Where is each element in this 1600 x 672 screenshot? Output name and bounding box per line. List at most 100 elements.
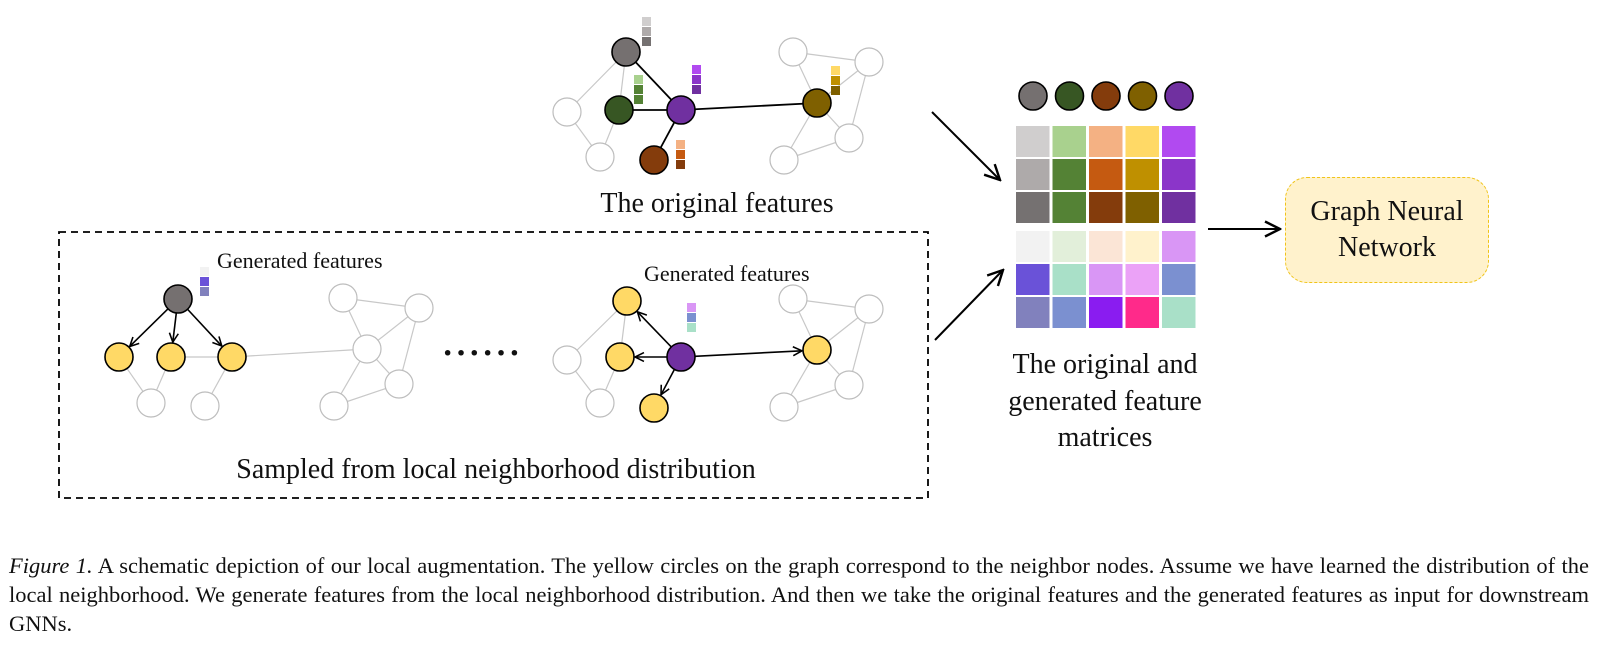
- matrix-cell-generated: [1089, 231, 1123, 262]
- node-empty: [854, 47, 884, 77]
- arrow-original-to-matrix: [931, 111, 1000, 180]
- node-empty: [585, 142, 615, 172]
- matrix-cell-generated: [1016, 264, 1050, 295]
- feature-bar-olive-cell: [831, 66, 840, 75]
- node-empty: [778, 284, 808, 314]
- edge: [231, 348, 368, 358]
- arrow-generated-to-matrix: [934, 270, 1003, 341]
- node-empty: [854, 294, 884, 324]
- feature-bar-purple-cell: [692, 65, 701, 74]
- node-empty: [136, 388, 166, 418]
- matrix-cell-generated: [1162, 264, 1196, 295]
- generated-bar-gray-cell: [200, 287, 209, 296]
- matrix-cell-generated: [1125, 264, 1159, 295]
- local-augmentation-diagram: The original features Generated features…: [58, 17, 1600, 499]
- matrix-cell-original: [1125, 126, 1159, 157]
- matrix-cell-original: [1162, 126, 1196, 157]
- ellipsis: ······: [442, 335, 522, 372]
- feature-bar-purple-cell: [692, 75, 701, 84]
- feature-bar-green-cell: [634, 85, 643, 94]
- generated-bar-gray-cell: [200, 267, 209, 276]
- generated-bar-purple-cell: [687, 303, 696, 312]
- matrix-cell-original: [1016, 192, 1050, 223]
- generated-bar-purple-cell: [687, 323, 696, 332]
- sampled-region-box: [58, 231, 929, 499]
- original-graph: [552, 17, 884, 175]
- neighbor-node: [612, 286, 642, 316]
- neighbor-node: [605, 342, 635, 372]
- neighbor-node: [639, 393, 669, 423]
- feature-bar-olive-cell: [831, 86, 840, 95]
- node-empty: [328, 283, 358, 313]
- matrix-cell-original: [1089, 126, 1123, 157]
- node-empty: [585, 388, 615, 418]
- sampling-arrow: [173, 312, 177, 342]
- node-empty: [552, 97, 582, 127]
- sampling-arrow: [637, 312, 672, 348]
- matrix-cell-generated: [1125, 231, 1159, 262]
- sampling-arrow: [694, 351, 802, 358]
- gnn-label-line-2: Network: [1338, 232, 1436, 263]
- feature-bar-purple-cell: [692, 85, 701, 94]
- figure-number: Figure 1.: [9, 553, 93, 578]
- node-empty: [834, 123, 864, 153]
- generated-bar-purple-cell: [687, 313, 696, 322]
- node-empty: [190, 391, 220, 421]
- matrix-cell-generated: [1052, 264, 1086, 295]
- neighbor-node: [217, 342, 247, 372]
- neighbor-node: [802, 335, 832, 365]
- matrix-header-node: [1091, 81, 1121, 111]
- matrix-cell-generated: [1016, 231, 1050, 262]
- matrix-cell-generated: [1162, 297, 1196, 328]
- matrix-cell-generated: [1162, 231, 1196, 262]
- generated-features-label-1: Generated features: [217, 248, 383, 273]
- figure-caption: Figure 1. A schematic depiction of our l…: [9, 551, 1589, 638]
- matrix-cell-original: [1162, 159, 1196, 190]
- node-purple: [666, 95, 696, 125]
- gnn-label-line-1: Graph Neural: [1310, 196, 1464, 227]
- caption-text: A schematic depiction of our local augme…: [9, 553, 1590, 636]
- matrix-cell-generated: [1016, 297, 1050, 328]
- matrix-header-node: [1018, 81, 1048, 111]
- feature-bar-olive-cell: [831, 76, 840, 85]
- matrix-cell-original: [1052, 126, 1086, 157]
- node-empty: [834, 370, 864, 400]
- gnn-box: Graph Neural Network: [1285, 177, 1489, 283]
- edge-highlight: [680, 102, 818, 111]
- matrix-cell-original: [1052, 159, 1086, 190]
- matrix-cell-original: [1052, 192, 1086, 223]
- sampling-arrow: [661, 368, 676, 394]
- feature-matrix: [1016, 81, 1196, 328]
- neighbor-node: [104, 342, 134, 372]
- matrix-cell-original: [1125, 192, 1159, 223]
- matrix-cell-generated: [1052, 297, 1086, 328]
- matrix-cell-generated: [1089, 264, 1123, 295]
- node-empty: [769, 392, 799, 422]
- generated-features-label-2: Generated features: [644, 261, 810, 286]
- matrix-header-node: [1164, 81, 1194, 111]
- matrix-cell-generated: [1052, 231, 1086, 262]
- sampled-label: Sampled from local neighborhood distribu…: [236, 454, 755, 485]
- original-features-label: The original features: [600, 188, 833, 219]
- feature-bar-gray-cell: [642, 17, 651, 26]
- feature-bar-brown-cell: [676, 140, 685, 149]
- feature-bar-brown-cell: [676, 150, 685, 159]
- node-gray: [611, 37, 641, 67]
- sample-graph-2: [552, 284, 884, 423]
- node-empty: [352, 334, 382, 364]
- matrix-cell-generated: [1125, 297, 1159, 328]
- node-olive: [802, 88, 832, 118]
- sample-graph-1: [104, 267, 434, 421]
- feature-bar-brown-cell: [676, 160, 685, 169]
- node-empty: [769, 145, 799, 175]
- feature-bar-green-cell: [634, 75, 643, 84]
- feature-bar-gray-cell: [642, 37, 651, 46]
- matrix-label-line-1: The original and: [1012, 349, 1197, 380]
- node-empty: [778, 37, 808, 67]
- node-brown: [639, 145, 669, 175]
- matrix-cell-original: [1089, 159, 1123, 190]
- matrix-cell-original: [1016, 159, 1050, 190]
- node-purple: [666, 342, 696, 372]
- node-empty: [384, 369, 414, 399]
- matrix-header-node: [1127, 81, 1158, 111]
